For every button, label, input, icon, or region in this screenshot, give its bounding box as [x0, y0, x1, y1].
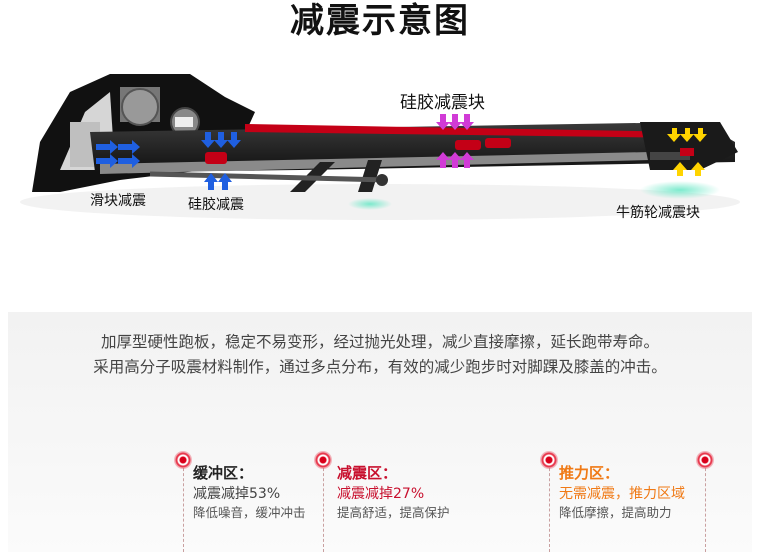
zone-divider: [323, 458, 324, 552]
zone-divider: [705, 458, 706, 552]
silicone-block-mid: [455, 140, 481, 150]
zone-thrust-line2: 降低摩擦，提高助力: [559, 505, 672, 520]
deck-red-stripe: [245, 124, 690, 138]
label-silicone-block: 硅胶减震块: [400, 93, 485, 113]
page-title: 减震示意图: [290, 1, 470, 41]
zone-marker: [540, 451, 558, 469]
zone-divider: [183, 458, 184, 552]
description-panel: [8, 312, 752, 552]
zone-marker: [314, 451, 332, 469]
zone-thrust-line1: 无需减震，推力区域: [559, 486, 685, 502]
label-tendon-wheel: 牛筋轮减震块: [616, 205, 700, 221]
silicone-arrows-bottom: [204, 173, 232, 190]
purple-arrows: [436, 114, 474, 168]
zone-shock-line2: 提高舒适，提高保护: [337, 505, 450, 520]
description-line-2: 采用高分子吸震材料制作，通过多点分布，有效的减少跑步时对脚踝及膝盖的冲击。: [93, 358, 667, 376]
rear-glow: [640, 181, 720, 199]
zone-marker: [174, 451, 192, 469]
zone-divider: [549, 458, 550, 552]
zone-buffer-line2: 降低噪音，缓冲冲击: [193, 505, 306, 520]
zone-shock-title: 减震区：: [337, 464, 398, 482]
label-slider-shock: 滑块减震: [90, 193, 146, 209]
zone-shock-line1: 减震减掉27%: [337, 486, 425, 502]
yellow-arrows: [667, 128, 707, 176]
zone-thrust-title: 推力区：: [559, 464, 620, 482]
slider-arrows: [96, 140, 140, 168]
description-line-1: 加厚型硬性跑板，稳定不易变形，经过抛光处理，减少直接摩擦，延长跑带寿命。: [100, 333, 659, 351]
zone-buffer-line1: 减震减掉53%: [193, 486, 281, 502]
treadmill-illustration: [20, 74, 740, 220]
zone-marker: [696, 451, 714, 469]
label-silicone-shock: 硅胶减震: [188, 197, 244, 213]
silicone-arrows-top: [201, 132, 241, 148]
silicone-block-front: [205, 152, 227, 164]
zone-buffer-title: 缓冲区：: [193, 464, 254, 482]
